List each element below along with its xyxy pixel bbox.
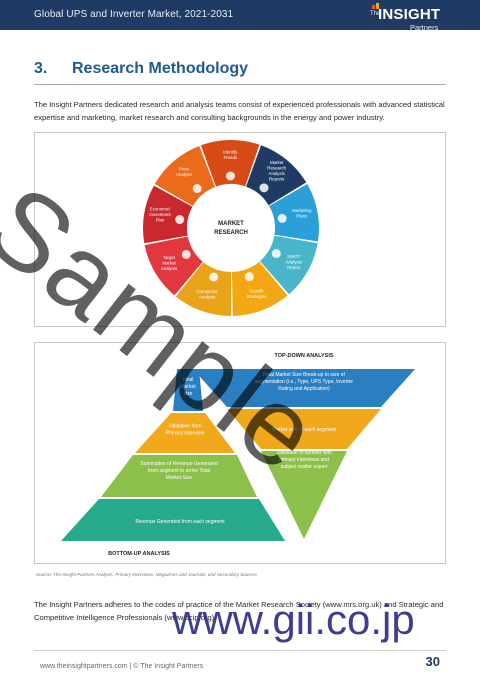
logo-partners: Partners xyxy=(410,23,439,32)
section-title: Research Methodology xyxy=(72,60,249,77)
closing-paragraph: The Insight Partners adheres to the code… xyxy=(34,600,444,622)
intro-paragraph: The Insight Partners dedicated research … xyxy=(34,100,445,122)
top-down-level-1 xyxy=(193,369,415,407)
logo-mark-icon xyxy=(372,3,379,9)
top-down-level-3 xyxy=(261,451,347,539)
bottom-up-title: BOTTOM-UP ANALYSIS xyxy=(108,551,170,557)
document-title: Global UPS and Inverter Market, 2021-203… xyxy=(34,9,234,20)
bottom-up-level-4-label: Revenue Generated from each segment xyxy=(135,519,225,525)
wheel-segment-icon xyxy=(259,183,269,193)
wheel-segment xyxy=(200,140,260,187)
pyramid-svg: TOP-DOWN ANALYSIS Final Market Size Brea… xyxy=(61,353,415,557)
logo-insight: INSIGHT xyxy=(378,6,441,23)
section-number: 3. xyxy=(34,60,48,77)
header-bar: Global UPS and Inverter Market, 2021-203… xyxy=(0,0,480,30)
title-divider xyxy=(34,84,446,85)
top-down-bottom-up-figure: TOP-DOWN ANALYSIS Final Market Size Brea… xyxy=(34,342,446,564)
wheel-segment-icon xyxy=(192,184,202,194)
footer-text: www.theinsightpartners.com | © The Insig… xyxy=(40,663,204,670)
wheel-segment-icon xyxy=(209,272,219,282)
wheel-center-line2: RESEARCH xyxy=(214,230,248,236)
footer-divider xyxy=(34,650,446,651)
bottom-up-level-4 xyxy=(61,499,285,541)
insight-partners-logo: The INSIGHT Partners xyxy=(370,3,462,37)
bottom-up-level-1 xyxy=(173,369,203,411)
wheel-segment-icon xyxy=(225,171,235,181)
bottom-up-level-2 xyxy=(135,413,235,453)
top-down-title: TOP-DOWN ANALYSIS xyxy=(274,353,333,359)
wheel-segment-icon xyxy=(271,249,281,259)
wheel-segment-icon xyxy=(244,272,254,282)
logo-the: The xyxy=(370,11,381,17)
bottom-up-level-3 xyxy=(101,455,257,497)
wheel-segment xyxy=(269,184,320,242)
figure-source: Source: The Insight Partners Analysis, P… xyxy=(36,572,257,577)
wheel-center-line1: MARKET xyxy=(218,221,244,227)
wheel-segment-icon xyxy=(181,249,191,259)
top-down-level-2-label: Market size of each segment xyxy=(272,427,337,433)
wheel-center xyxy=(189,186,273,270)
wheel-segment-icon xyxy=(175,215,185,225)
page-number: 30 xyxy=(425,654,440,669)
wheel-segment xyxy=(143,185,193,244)
wheel-segment-icon xyxy=(277,213,287,223)
top-down-level-2 xyxy=(227,409,381,449)
